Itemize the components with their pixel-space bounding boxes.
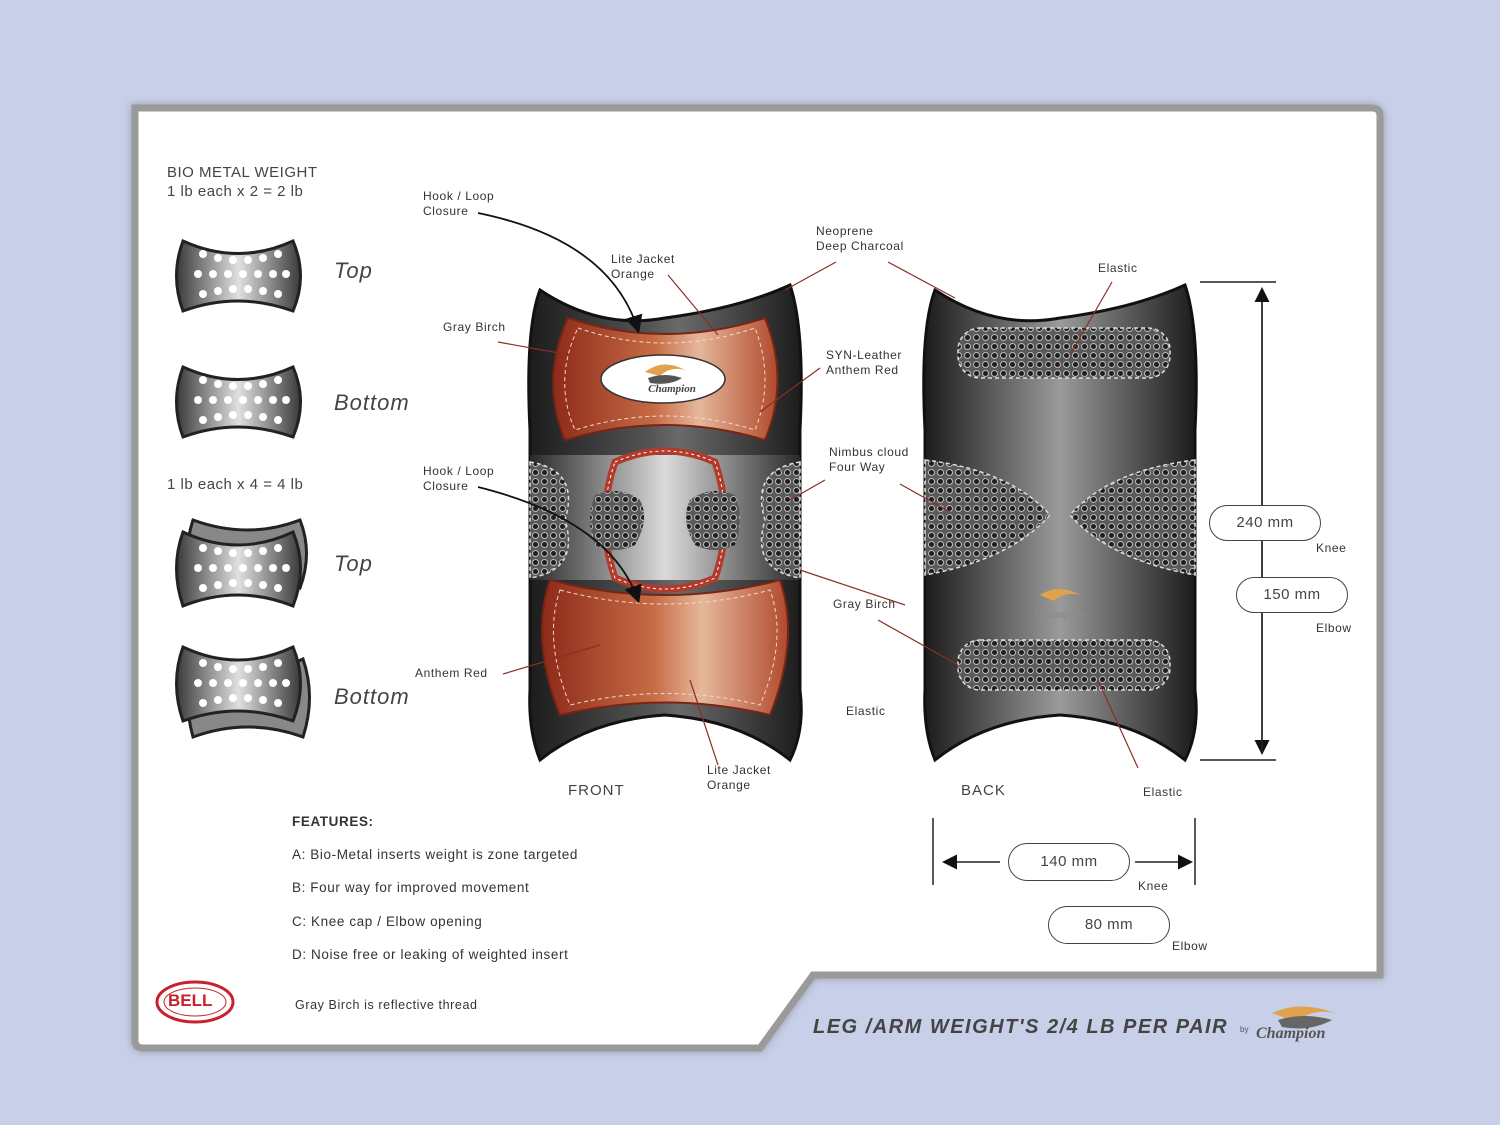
- callout-lite-jacket-1: Lite Jacket Orange: [611, 252, 675, 281]
- dim-80mm: 80 mm: [1048, 906, 1170, 944]
- champion-by: by: [1240, 1025, 1249, 1034]
- dim-140mm-label: Knee: [1138, 879, 1169, 893]
- callout-hook-loop-1: Hook / Loop Closure: [423, 189, 495, 218]
- insert-bottom-label-1: Bottom: [334, 390, 410, 415]
- reflective-note: Gray Birch is reflective thread: [295, 998, 478, 1012]
- callout-gray-birch-2: Gray Birch: [833, 597, 896, 611]
- insert-top-label-2: Top: [334, 551, 373, 576]
- callout-lite-jacket-2: Lite Jacket Orange: [707, 763, 771, 792]
- callout-gray-birch-1: Gray Birch: [443, 320, 506, 334]
- dim-150mm-label: Elbow: [1316, 621, 1352, 635]
- insert-top-4lb: [175, 518, 308, 608]
- dim-140mm: 140 mm: [1008, 843, 1130, 881]
- front-view: Champion: [527, 282, 803, 763]
- features-heading: FEATURES:: [292, 814, 374, 829]
- feature-b: B: Four way for improved movement: [292, 880, 530, 895]
- insert-bottom-4lb: [175, 644, 311, 739]
- feature-c: C: Knee cap / Elbow opening: [292, 914, 483, 929]
- feature-d: D: Noise free or leaking of weighted ins…: [292, 947, 569, 962]
- feature-a: A: Bio-Metal inserts weight is zone targ…: [292, 847, 579, 862]
- bell-logo: [155, 980, 235, 1024]
- callout-elastic-bottom: Elastic: [1143, 785, 1183, 799]
- callout-syn-leather: SYN-Leather Anthem Red: [826, 348, 902, 377]
- svg-text:Champion: Champion: [1034, 607, 1086, 621]
- bell-logo-text: BELL: [168, 991, 213, 1010]
- front-caption: FRONT: [568, 782, 625, 799]
- dim-150mm: 150 mm: [1236, 577, 1348, 613]
- insert-top-label-1: Top: [334, 258, 373, 283]
- dim-80mm-label: Elbow: [1172, 939, 1208, 953]
- callout-elastic-mid: Elastic: [846, 704, 886, 718]
- back-caption: BACK: [961, 782, 1006, 799]
- insert-bottom-2lb: [175, 364, 302, 439]
- callout-anthem-red: Anthem Red: [415, 666, 488, 680]
- page-title: LEG /ARM WEIGHT'S 2/4 LB PER PAIR: [813, 1016, 1229, 1038]
- callout-neoprene: Neoprene Deep Charcoal: [816, 224, 904, 253]
- insert-top-2lb: [175, 238, 302, 313]
- callout-elastic-top: Elastic: [1098, 261, 1138, 275]
- four-lb-heading: 1 lb each x 4 = 4 lb: [167, 476, 304, 493]
- dim-240mm-label: Knee: [1316, 541, 1347, 555]
- champion-logo-bottom: [1272, 1006, 1335, 1029]
- back-view: Champion: [922, 282, 1198, 763]
- callout-hook-loop-2: Hook / Loop Closure: [423, 464, 495, 493]
- svg-text:Champion: Champion: [648, 383, 696, 395]
- champion-wordmark: Champion: [1256, 1025, 1326, 1042]
- callout-nimbus: Nimbus cloud Four Way: [829, 445, 909, 474]
- dim-240mm: 240 mm: [1209, 505, 1321, 541]
- insert-bottom-label-2: Bottom: [334, 684, 410, 709]
